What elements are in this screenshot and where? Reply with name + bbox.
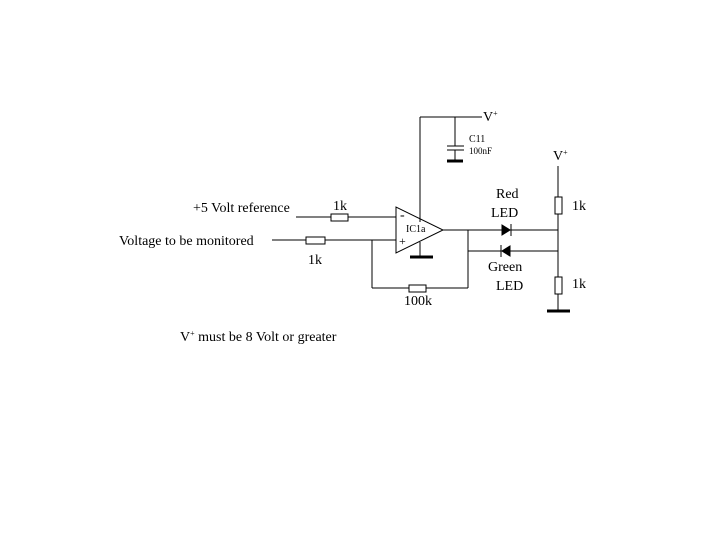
capacitor-name: C11 — [469, 134, 485, 145]
output-wiring — [443, 229, 558, 252]
vplus-label-top: V+ — [483, 109, 498, 125]
resistor-reference-value: 1k — [333, 199, 347, 214]
reference-input-label: +5 Volt reference — [193, 201, 290, 216]
resistor-divider-bottom — [554, 276, 563, 295]
opamp-plus-label: + — [399, 234, 406, 248]
supply-requirement-note: V+ must be 8 Volt or greater — [180, 329, 337, 345]
red-led-label-line1: Red — [496, 187, 519, 202]
resistor-divider-bottom-value: 1k — [572, 277, 586, 292]
resistor-reference — [330, 213, 349, 222]
opamp-name: IC1a — [406, 224, 426, 235]
resistor-divider-top — [554, 196, 563, 215]
opamp-ic1a-symbol — [395, 206, 445, 254]
resistor-feedback-value: 100k — [404, 294, 432, 309]
resistor-feedback — [408, 284, 427, 293]
monitored-input-label: Voltage to be monitored — [119, 234, 254, 249]
red-led-label-line2: LED — [491, 206, 518, 221]
capacitor-c11-symbol — [447, 145, 464, 163]
green-led-symbol — [500, 245, 511, 257]
opamp-supply-wiring — [419, 116, 482, 222]
feedback-wiring — [371, 230, 469, 289]
opamp-minus-label: - — [400, 208, 405, 223]
resistor-divider-top-value: 1k — [572, 199, 586, 214]
resistor-input-value: 1k — [308, 253, 322, 268]
capacitor-value: 100nF — [469, 146, 492, 156]
green-led-label-line1: Green — [488, 260, 522, 275]
red-led-symbol — [501, 224, 512, 236]
resistor-input — [305, 236, 326, 245]
vplus-label-right: V+ — [553, 148, 568, 164]
green-led-label-line2: LED — [496, 279, 523, 294]
